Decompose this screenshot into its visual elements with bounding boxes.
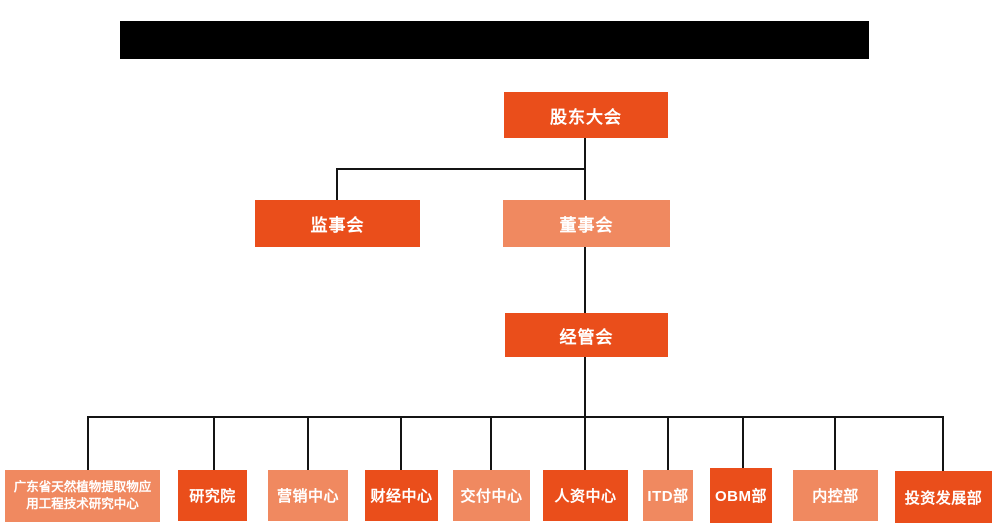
node-dept-marketing-center: 营销中心 (268, 470, 348, 521)
node-management-committee: 经管会 (505, 313, 668, 357)
connector-line (87, 416, 944, 418)
node-dept-investment-development: 投资发展部 (895, 471, 992, 523)
connector-line (87, 416, 89, 471)
connector-line (336, 168, 586, 170)
node-dept-research-institute: 研究院 (178, 470, 247, 521)
connector-line (584, 168, 586, 201)
connector-line (213, 416, 215, 471)
connector-line (584, 138, 586, 170)
node-dept-internal-control: 内控部 (793, 470, 878, 521)
connector-line (307, 416, 309, 471)
node-dept-finance-center: 财经中心 (365, 470, 438, 521)
connector-line (584, 357, 586, 418)
node-dept-research-center: 广东省天然植物提取物应 用工程技术研究中心 (5, 470, 160, 522)
node-dept-obm: OBM部 (710, 468, 772, 523)
connector-line (667, 416, 669, 471)
node-dept-hr-center: 人资中心 (543, 470, 628, 521)
redacted-title-bar (120, 21, 869, 59)
connector-line (400, 416, 402, 471)
connector-line (584, 416, 586, 471)
connector-line (584, 247, 586, 314)
connector-line (942, 416, 944, 471)
node-shareholders-meeting: 股东大会 (504, 92, 668, 138)
node-supervisory-board: 监事会 (255, 200, 420, 247)
connector-line (490, 416, 492, 471)
node-dept-itd: ITD部 (643, 470, 693, 521)
node-dept-delivery-center: 交付中心 (453, 470, 530, 521)
connector-line (742, 416, 744, 471)
connector-line (834, 416, 836, 471)
node-board-of-directors: 董事会 (503, 200, 670, 247)
connector-line (336, 168, 338, 201)
